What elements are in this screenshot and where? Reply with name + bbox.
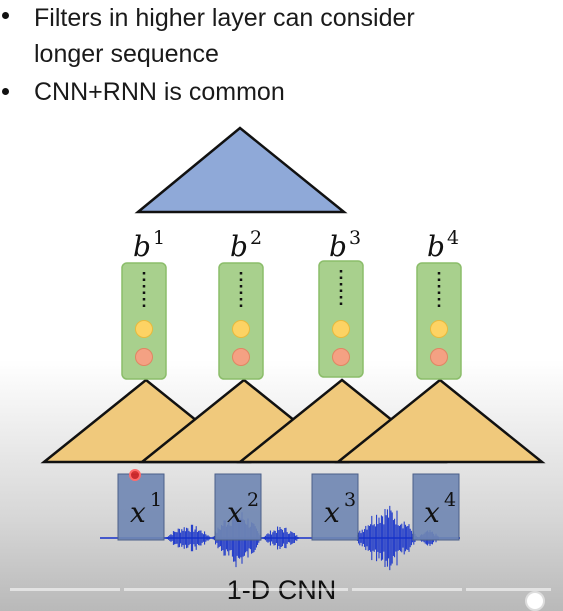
b-label-3-sup: 3 [349, 227, 362, 249]
pointer-dot [129, 469, 141, 481]
x-label-3-base: x [324, 496, 340, 529]
input-box-4 [412, 473, 460, 541]
input-box-1 [117, 473, 165, 541]
x-label-1-sup: 1 [150, 489, 163, 511]
x-label-3: x 3 [324, 491, 356, 529]
input-box-2 [214, 473, 262, 541]
progress-segment-1[interactable] [10, 588, 120, 591]
top-triangle [134, 126, 348, 214]
input-box-3 [311, 473, 359, 541]
feature-column-2 [218, 262, 264, 380]
bullet-1-line-1: Filters in higher layer can consider [34, 4, 415, 32]
x-label-4-sup: 4 [444, 489, 457, 511]
bullet-2-line-1: CNN+RNN is common [34, 78, 285, 106]
x-label-2-sup: 2 [247, 489, 260, 511]
progress-segment-4[interactable] [352, 588, 462, 591]
feature-column-3 [318, 260, 364, 378]
x-label-1: x 1 [130, 491, 162, 529]
settings-gear-icon[interactable] [525, 591, 545, 611]
progress-segment-3[interactable] [238, 588, 348, 591]
b-label-4: b 4 [427, 229, 459, 263]
bullet-dot-2 [2, 88, 9, 95]
x-label-4-base: x [424, 496, 440, 529]
b-label-2-sup: 2 [250, 227, 263, 249]
feature-column-1 [121, 262, 167, 380]
x-label-4: x 4 [424, 491, 456, 529]
progress-segment-5[interactable] [466, 588, 551, 591]
x-label-3-sup: 3 [344, 489, 357, 511]
x-label-1-base: x [130, 496, 146, 529]
x-label-2: x 2 [227, 491, 259, 529]
bullet-dot-1 [2, 12, 9, 19]
b-label-1: b 1 [133, 229, 165, 263]
bullet-1-line-2: longer sequence [34, 40, 219, 68]
b-label-2-base: b [230, 230, 248, 263]
b-label-2: b 2 [230, 229, 262, 263]
feature-column-4 [416, 262, 462, 380]
b-label-3-base: b [329, 230, 347, 263]
progress-segment-2[interactable] [124, 588, 234, 591]
b-label-3: b 3 [329, 229, 361, 263]
b-label-1-base: b [133, 230, 151, 263]
filter-triangle-4 [334, 378, 546, 464]
video-progress-bar[interactable] [0, 588, 563, 611]
b-label-4-sup: 4 [447, 227, 460, 249]
x-label-2-base: x [227, 496, 243, 529]
b-label-4-base: b [427, 230, 445, 263]
b-label-1-sup: 1 [153, 227, 166, 249]
